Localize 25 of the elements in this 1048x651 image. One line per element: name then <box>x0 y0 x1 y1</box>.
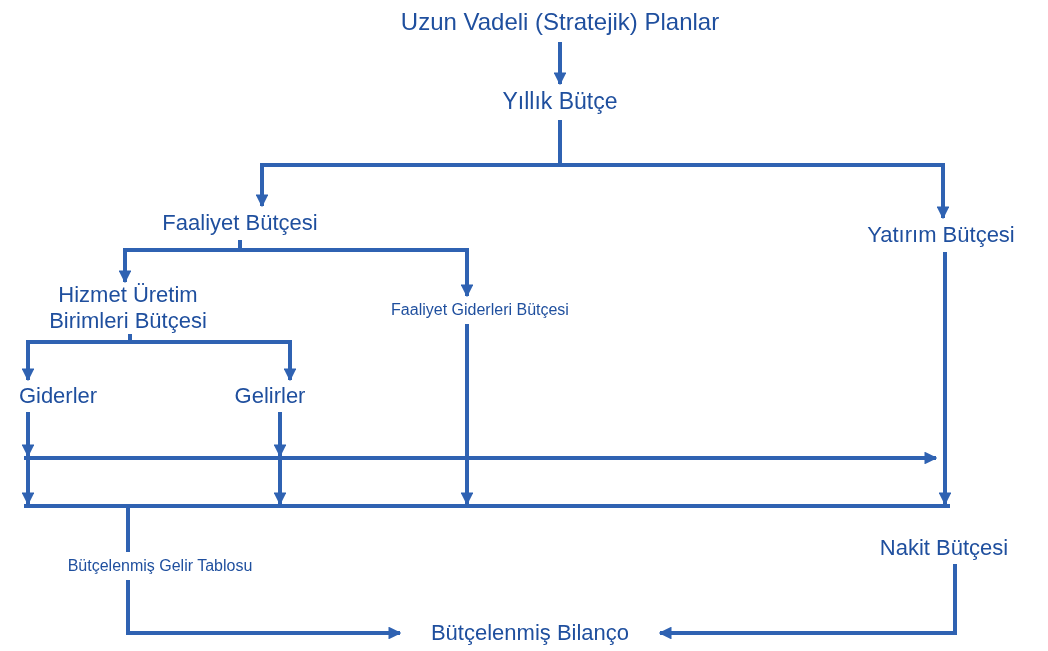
arrow <box>126 580 402 640</box>
connector-bar <box>24 456 500 460</box>
label-text: Yatırım Bütçesi <box>836 218 1046 252</box>
label-text: Faaliyet Giderleri Bütçesi <box>340 296 620 324</box>
arrow <box>500 451 938 465</box>
arrow <box>273 412 287 458</box>
label-text: Gelirler <box>212 380 328 412</box>
arrow <box>460 324 474 506</box>
label-text: Giderler <box>0 380 116 412</box>
label-text: Yıllık Bütçe <box>470 84 650 120</box>
label-text: Bütçelenmiş Gelir Tablosu <box>0 552 320 580</box>
arrow <box>21 460 35 506</box>
arrow <box>553 42 567 86</box>
connector-bar <box>24 504 950 508</box>
label-text: Hizmet Üretim Birimleri Bütçesi <box>28 282 228 334</box>
arrow <box>21 412 35 458</box>
label-text: Uzun Vadeli (Stratejik) Planlar <box>330 2 790 42</box>
arrow <box>273 460 287 506</box>
arrow <box>238 240 474 298</box>
label-text: Faaliyet Bütçesi <box>130 206 350 240</box>
arrow <box>658 564 957 640</box>
arrow <box>558 120 950 220</box>
label-text: Bütçelenmiş Bilanço <box>400 616 660 650</box>
arrow <box>938 252 952 506</box>
label-text: Nakit Bütçesi <box>846 532 1042 564</box>
